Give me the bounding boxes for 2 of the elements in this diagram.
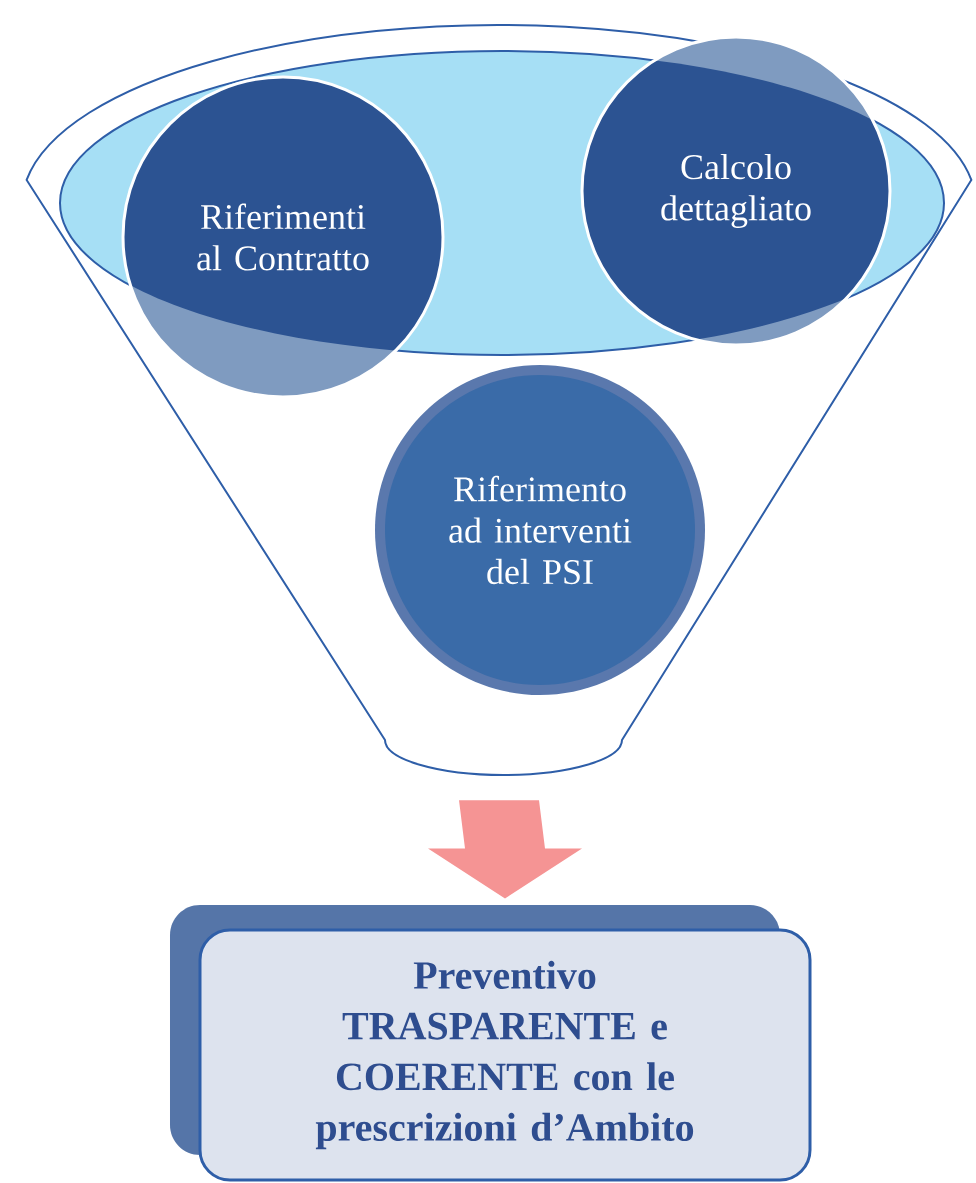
arrow <box>428 800 582 899</box>
result-box: Preventivo TRASPARENTE e COERENTE con le prescrizioni d’Ambito <box>170 905 812 1182</box>
